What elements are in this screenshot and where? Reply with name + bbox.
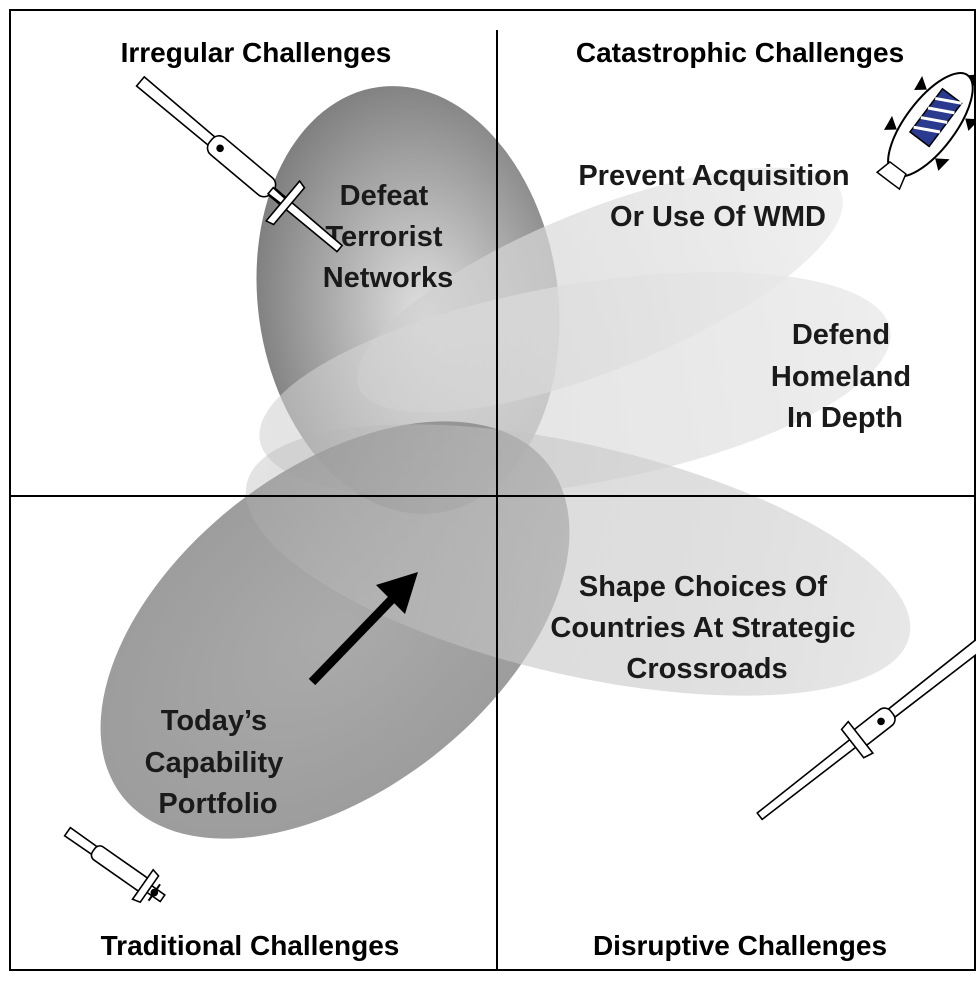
shape-choices-area <box>245 424 911 696</box>
quadrant-label-catastrophic: Catastrophic Challenges <box>576 37 904 68</box>
defend-homeland-label: Defend Homeland In Depth <box>771 319 919 434</box>
uav-aircraft-icon <box>135 75 344 253</box>
defeat-terrorist-networks-label: Defeat Terrorist Networks <box>323 180 454 294</box>
uav-aircraft-icon <box>63 826 166 904</box>
capability-shift-arrow <box>308 572 418 686</box>
quadrant-label-irregular: Irregular Challenges <box>121 37 392 68</box>
quadrant-label-disruptive: Disruptive Challenges <box>593 930 887 961</box>
quadrant-label-traditional: Traditional Challenges <box>101 930 400 961</box>
shape-choices-label: Shape Choices Of Countries At Strategic … <box>550 571 863 685</box>
prevent-wmd-label: Prevent Acquisition Or Use Of WMD <box>578 160 857 233</box>
uav-aircraft-icon <box>756 637 976 821</box>
todays-capability-portfolio-label: Today’s Capability Portfolio <box>145 705 292 820</box>
airship-icon <box>875 72 976 191</box>
